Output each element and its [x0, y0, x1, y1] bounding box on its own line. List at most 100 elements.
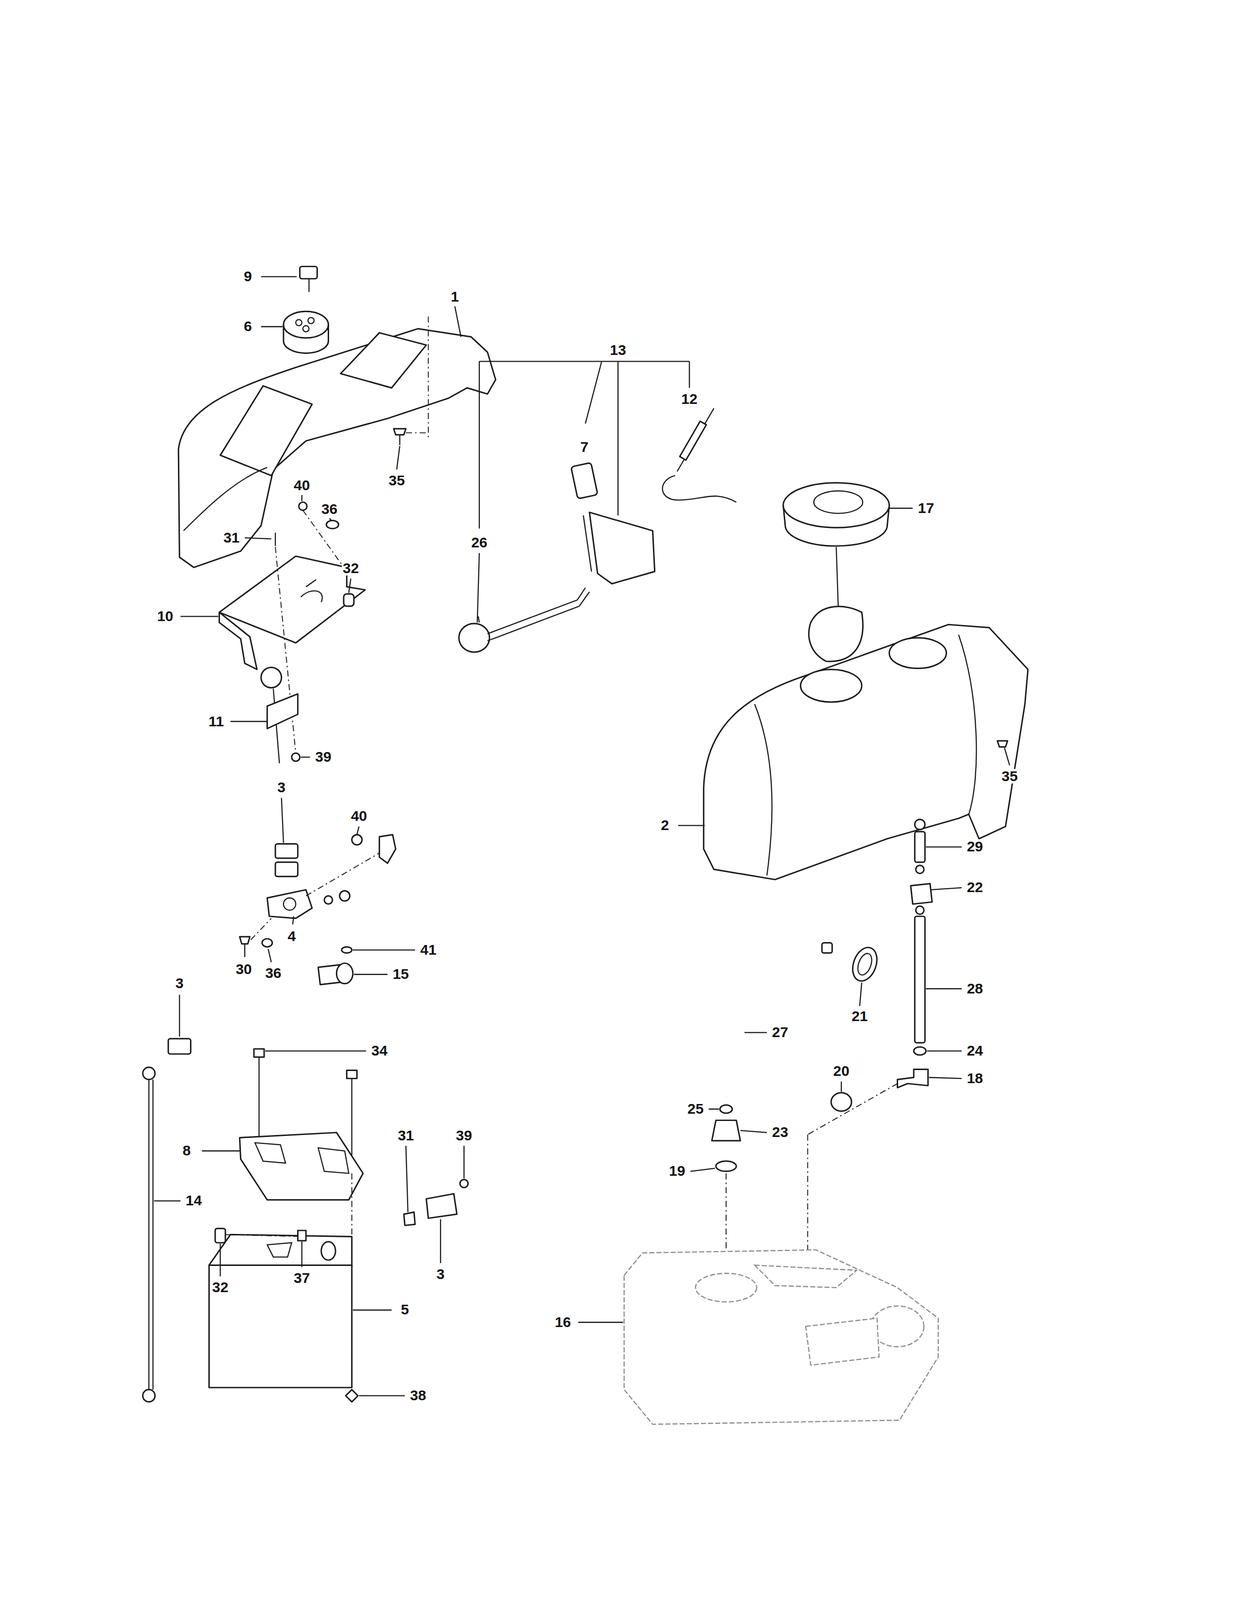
mount-bracket	[219, 502, 365, 761]
callout-number: 6	[242, 318, 254, 334]
drawing-line	[914, 831, 925, 862]
drawing-line	[807, 1134, 809, 1260]
drawing-line	[345, 1389, 358, 1402]
drawing-line	[800, 669, 862, 702]
drawing-line	[183, 467, 268, 531]
drawing-line	[302, 509, 347, 571]
drawing-line	[719, 1104, 732, 1113]
drawing-line	[142, 1066, 156, 1079]
drawing-line	[239, 1132, 364, 1200]
drawing-line	[459, 623, 490, 652]
callout-number: 19	[667, 1163, 686, 1178]
callout-number: 40	[349, 808, 368, 824]
drawing-line	[910, 883, 933, 904]
drawing-line	[324, 895, 333, 904]
drawing-line	[871, 1305, 924, 1347]
drawing-line	[831, 1092, 852, 1111]
drawing-line	[267, 1242, 292, 1257]
drawing-line	[340, 332, 427, 388]
drawing-line	[267, 693, 298, 729]
drawing-line	[754, 1264, 857, 1287]
ignition-switch	[283, 311, 329, 353]
callout-number: 37	[292, 1270, 311, 1285]
leader-lines	[154, 276, 1010, 1396]
drawing-line	[813, 491, 863, 514]
drawing-line	[726, 948, 816, 1097]
callout-number: 16	[554, 1314, 572, 1330]
ignition-key	[300, 266, 318, 293]
drawing-line	[379, 834, 397, 864]
drawing-line	[298, 502, 307, 511]
drawing-line	[178, 328, 496, 568]
drawing-line	[726, 948, 816, 1097]
drawing-line	[848, 943, 882, 984]
drawing-line	[688, 361, 690, 388]
fuel-tank	[624, 1249, 939, 1425]
callout-number: 30	[234, 961, 253, 977]
drawing-line	[251, 918, 272, 940]
drawing-line	[220, 385, 312, 476]
callout-number: 26	[470, 535, 489, 550]
callout-number: 14	[184, 1192, 203, 1208]
drawing-line	[393, 428, 406, 435]
drawing-line	[915, 905, 924, 915]
drawing-line	[617, 361, 619, 516]
drawing-line	[224, 1234, 306, 1236]
drawing-line	[275, 843, 298, 858]
callout-number: 31	[222, 530, 241, 545]
drawing-line	[585, 361, 603, 424]
callout-number: 31	[396, 1127, 415, 1143]
drawing-line	[399, 434, 401, 445]
fuel-cap	[783, 482, 890, 662]
drawing-line	[914, 916, 925, 1043]
callout-number: 40	[292, 477, 311, 493]
drawing-line	[208, 1264, 352, 1387]
callout-number: 27	[771, 1024, 790, 1040]
drawing-line	[297, 1230, 306, 1241]
drawing-line	[426, 1193, 457, 1218]
drawing-line	[487, 591, 590, 641]
callout-number: 34	[370, 1043, 389, 1058]
callout-number: 17	[917, 500, 935, 516]
drawing-line	[427, 316, 429, 439]
drawing-line	[326, 520, 339, 529]
drawing-line	[712, 1120, 741, 1141]
drawing-line	[346, 1070, 357, 1079]
callout-number: 3	[435, 1266, 446, 1282]
drawing-line	[914, 819, 925, 830]
callout-number: 39	[455, 1127, 474, 1143]
drawing-line	[283, 311, 329, 338]
drawing-line	[215, 1228, 226, 1243]
drawing-line	[459, 1179, 469, 1188]
callout-number: 36	[264, 965, 283, 981]
drawing-line	[339, 890, 350, 901]
drawing-line	[589, 512, 655, 584]
drawing-line	[268, 948, 271, 962]
screw	[393, 316, 429, 445]
drawing-line	[343, 593, 354, 606]
drawing-line	[154, 276, 1010, 1396]
drawing-line	[148, 1078, 150, 1390]
drawing-line	[403, 1211, 415, 1225]
drawing-line	[302, 325, 310, 333]
callout-number: 13	[608, 342, 627, 358]
drawing-line	[262, 938, 273, 947]
drawing-line	[292, 916, 294, 925]
callout-number: 8	[181, 1142, 192, 1158]
callout-number: 3	[174, 975, 185, 991]
drawing-line	[291, 752, 301, 761]
drawing-line	[219, 612, 257, 670]
drawing-line	[274, 532, 276, 546]
drawing-line	[997, 740, 1008, 747]
drawing-line	[208, 1234, 352, 1267]
drawing-line	[301, 579, 323, 603]
drawing-line	[478, 361, 480, 529]
drawing-line	[258, 1054, 260, 1148]
drawing-line	[583, 515, 592, 572]
callout-number: 41	[419, 942, 438, 957]
drawing-line	[300, 266, 318, 279]
drawing-line	[808, 606, 863, 662]
